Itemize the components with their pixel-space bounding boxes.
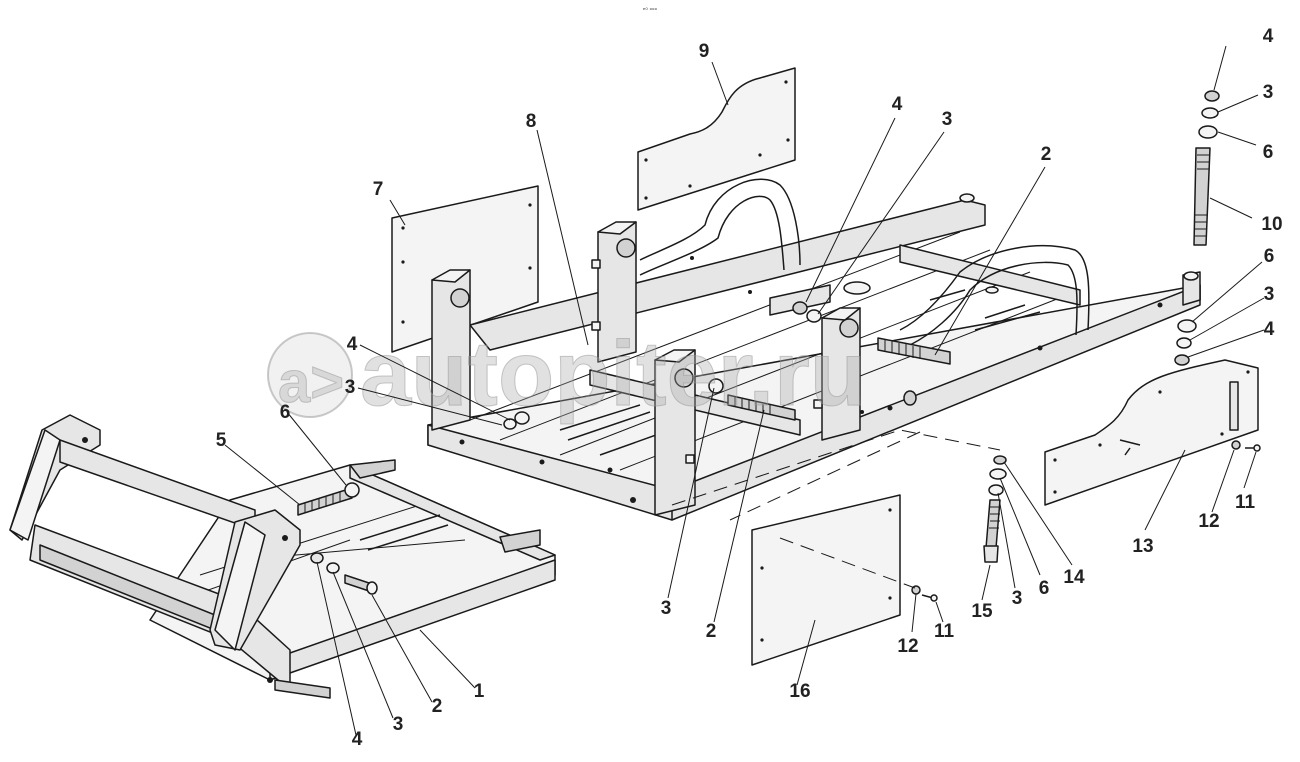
- callout-6-right: 6: [1264, 246, 1275, 267]
- callout-8: 8: [526, 111, 537, 132]
- panel-16: [751, 494, 901, 666]
- callout-14: 14: [1063, 567, 1085, 588]
- callout-2-top: 2: [1041, 144, 1052, 165]
- callout-1: 1: [474, 681, 485, 702]
- panel-7: [391, 185, 539, 353]
- callout-10: 10: [1261, 214, 1282, 235]
- alignment-lines: [671, 429, 1001, 589]
- callout-3-top-right: 3: [1263, 82, 1274, 103]
- callout-11-bottom: 11: [934, 621, 955, 642]
- callout-9: 9: [699, 41, 710, 62]
- callout-4-top-right: 4: [1263, 26, 1274, 47]
- threaded-rods: [503, 284, 951, 430]
- tube-handles: [639, 178, 1090, 346]
- callout-6-bottom: 6: [1039, 578, 1050, 599]
- callout-5: 5: [216, 430, 227, 451]
- callout-4-left: 4: [347, 334, 358, 355]
- panel-9: [637, 67, 796, 211]
- fasteners: [911, 90, 1261, 602]
- panel-13: [1044, 359, 1259, 506]
- callout-2-mid: 2: [706, 621, 717, 642]
- callout-13: 13: [1132, 536, 1153, 557]
- callout-6-top-right: 6: [1263, 142, 1274, 163]
- callout-6-left: 6: [280, 402, 291, 423]
- callout-3-mid: 3: [661, 598, 672, 619]
- callout-3-top: 3: [942, 109, 953, 130]
- callout-3-bottom-right: 3: [1012, 588, 1023, 609]
- callout-4-bottom: 4: [352, 729, 363, 750]
- posts: [431, 221, 861, 516]
- callout-7: 7: [373, 179, 384, 200]
- watermark-logo: a>: [278, 350, 344, 415]
- leader-lines: [224, 45, 1265, 736]
- callout-2-bottom: 2: [432, 696, 443, 717]
- callout-3-left: 3: [345, 377, 356, 398]
- callout-4-right: 4: [1264, 319, 1275, 340]
- subframe-1: [9, 414, 556, 699]
- watermark: a> autopiter.ru: [267, 323, 867, 426]
- callout-15: 15: [971, 601, 993, 622]
- callout-3-right: 3: [1264, 284, 1275, 305]
- callout-3-bottom: 3: [393, 714, 404, 735]
- header-code: ᵉ⁰ ᵒᵒᵒ: [643, 7, 658, 14]
- callout-16: 16: [789, 681, 810, 702]
- callout-11-right: 11: [1235, 492, 1256, 513]
- callout-12-right: 12: [1198, 511, 1219, 532]
- watermark-text: autopiter.ru: [360, 323, 866, 425]
- callout-4-top: 4: [892, 94, 903, 115]
- callouts: 9 8 7 4 3 2 4 3 6 10 6 3 4 4 3 5 6 3 2 1…: [216, 26, 1283, 750]
- callout-12-bottom: 12: [897, 636, 918, 657]
